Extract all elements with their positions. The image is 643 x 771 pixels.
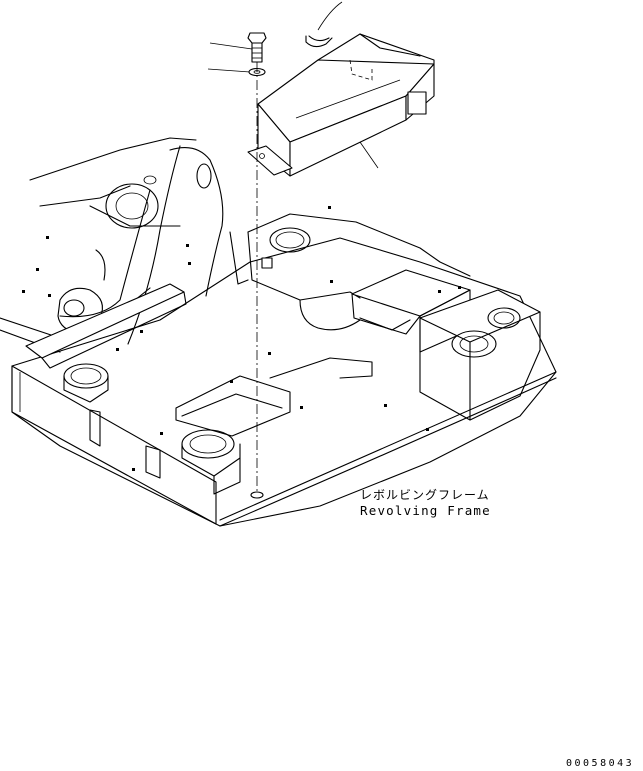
clip-part — [305, 35, 333, 48]
leader-lines — [207, 1, 379, 169]
frame-bolt-holes — [22, 206, 461, 471]
cover-part — [247, 33, 435, 177]
frame-label-japanese: レボルビングフレーム — [360, 488, 490, 502]
drawing-number: 00058043 — [566, 758, 635, 769]
bolt-part — [247, 32, 267, 63]
frame-label-english: Revolving Frame — [360, 503, 491, 518]
frame-structure — [0, 137, 557, 527]
